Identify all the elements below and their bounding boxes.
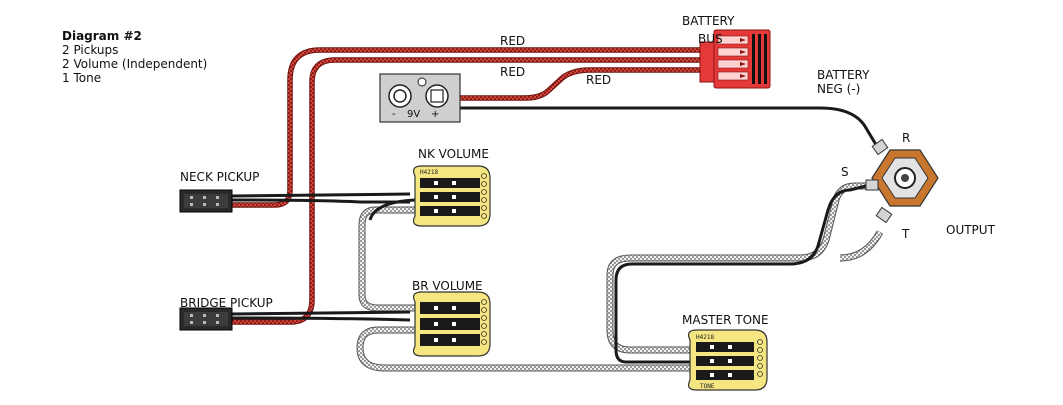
black-wire-neck-2	[231, 198, 410, 204]
battery-terminal-neg	[388, 84, 412, 108]
nk-volume-label: NK VOLUME	[418, 147, 489, 161]
output-label: OUTPUT	[946, 223, 996, 237]
red-label-low: RED	[586, 73, 611, 87]
diagram-caption: Diagram #2 2 Pickups 2 Volume (Independe…	[62, 29, 207, 85]
jack-r-label: R	[902, 131, 910, 145]
caption-line-tone: 1 Tone	[62, 71, 102, 85]
neck-pickup-connector	[179, 189, 233, 213]
bridge-pickup-connector	[179, 307, 233, 331]
jack-t-label: T	[901, 227, 910, 241]
battery-volt-label: 9V	[407, 109, 420, 120]
diagram-title: Diagram #2	[62, 29, 142, 43]
black-wire-battery-neg	[460, 106, 880, 149]
black-wire-neck-1	[231, 192, 411, 198]
caption-line-pickups: 2 Pickups	[62, 43, 119, 57]
battery-bus	[699, 29, 771, 89]
nk-pot-code: H4218	[420, 169, 438, 176]
tone-pot-word: TONE	[700, 383, 715, 390]
battery-neg-label-1: BATTERY	[817, 68, 870, 82]
battery-neg-label-2: NEG (-)	[817, 82, 860, 96]
jack-s-label: S	[841, 165, 849, 179]
diagram-labels: BATTERY BUS BATTERY NEG (-) RED RED RED …	[180, 14, 996, 327]
battery-minus-label: -	[392, 109, 396, 120]
battery-label: BATTERY	[682, 14, 735, 28]
black-wire-nk-br	[368, 198, 416, 221]
tone-pot-code: H4218	[696, 334, 714, 341]
battery-plus-label: +	[431, 109, 439, 120]
master-tone-label: MASTER TONE	[682, 313, 769, 327]
battery-9v: - 9V +	[379, 73, 461, 123]
master-tone-pot: H4218 TONE	[687, 329, 768, 391]
neck-pickup-label: NECK PICKUP	[180, 170, 259, 184]
red-wire-battery	[460, 67, 700, 101]
red-wires	[232, 47, 700, 325]
red-label-top: RED	[500, 34, 525, 48]
black-wire-sleeve	[614, 184, 867, 364]
red-label-mid: RED	[500, 65, 525, 79]
br-volume-label: BR VOLUME	[412, 279, 483, 293]
br-volume-pot	[412, 291, 491, 357]
shield-nk-to-br	[358, 206, 415, 312]
bus-label: BUS	[698, 32, 723, 46]
black-wire-bridge-2	[231, 316, 411, 322]
black-wire-bridge-1	[231, 310, 411, 316]
nk-volume-pot: H4218	[412, 165, 491, 227]
bridge-pickup-label: BRIDGE PICKUP	[180, 296, 273, 310]
output-jack	[865, 138, 939, 224]
black-wires	[231, 106, 880, 364]
caption-line-volume: 2 Volume (Independent)	[62, 57, 208, 71]
battery-terminal-pos	[425, 84, 449, 108]
